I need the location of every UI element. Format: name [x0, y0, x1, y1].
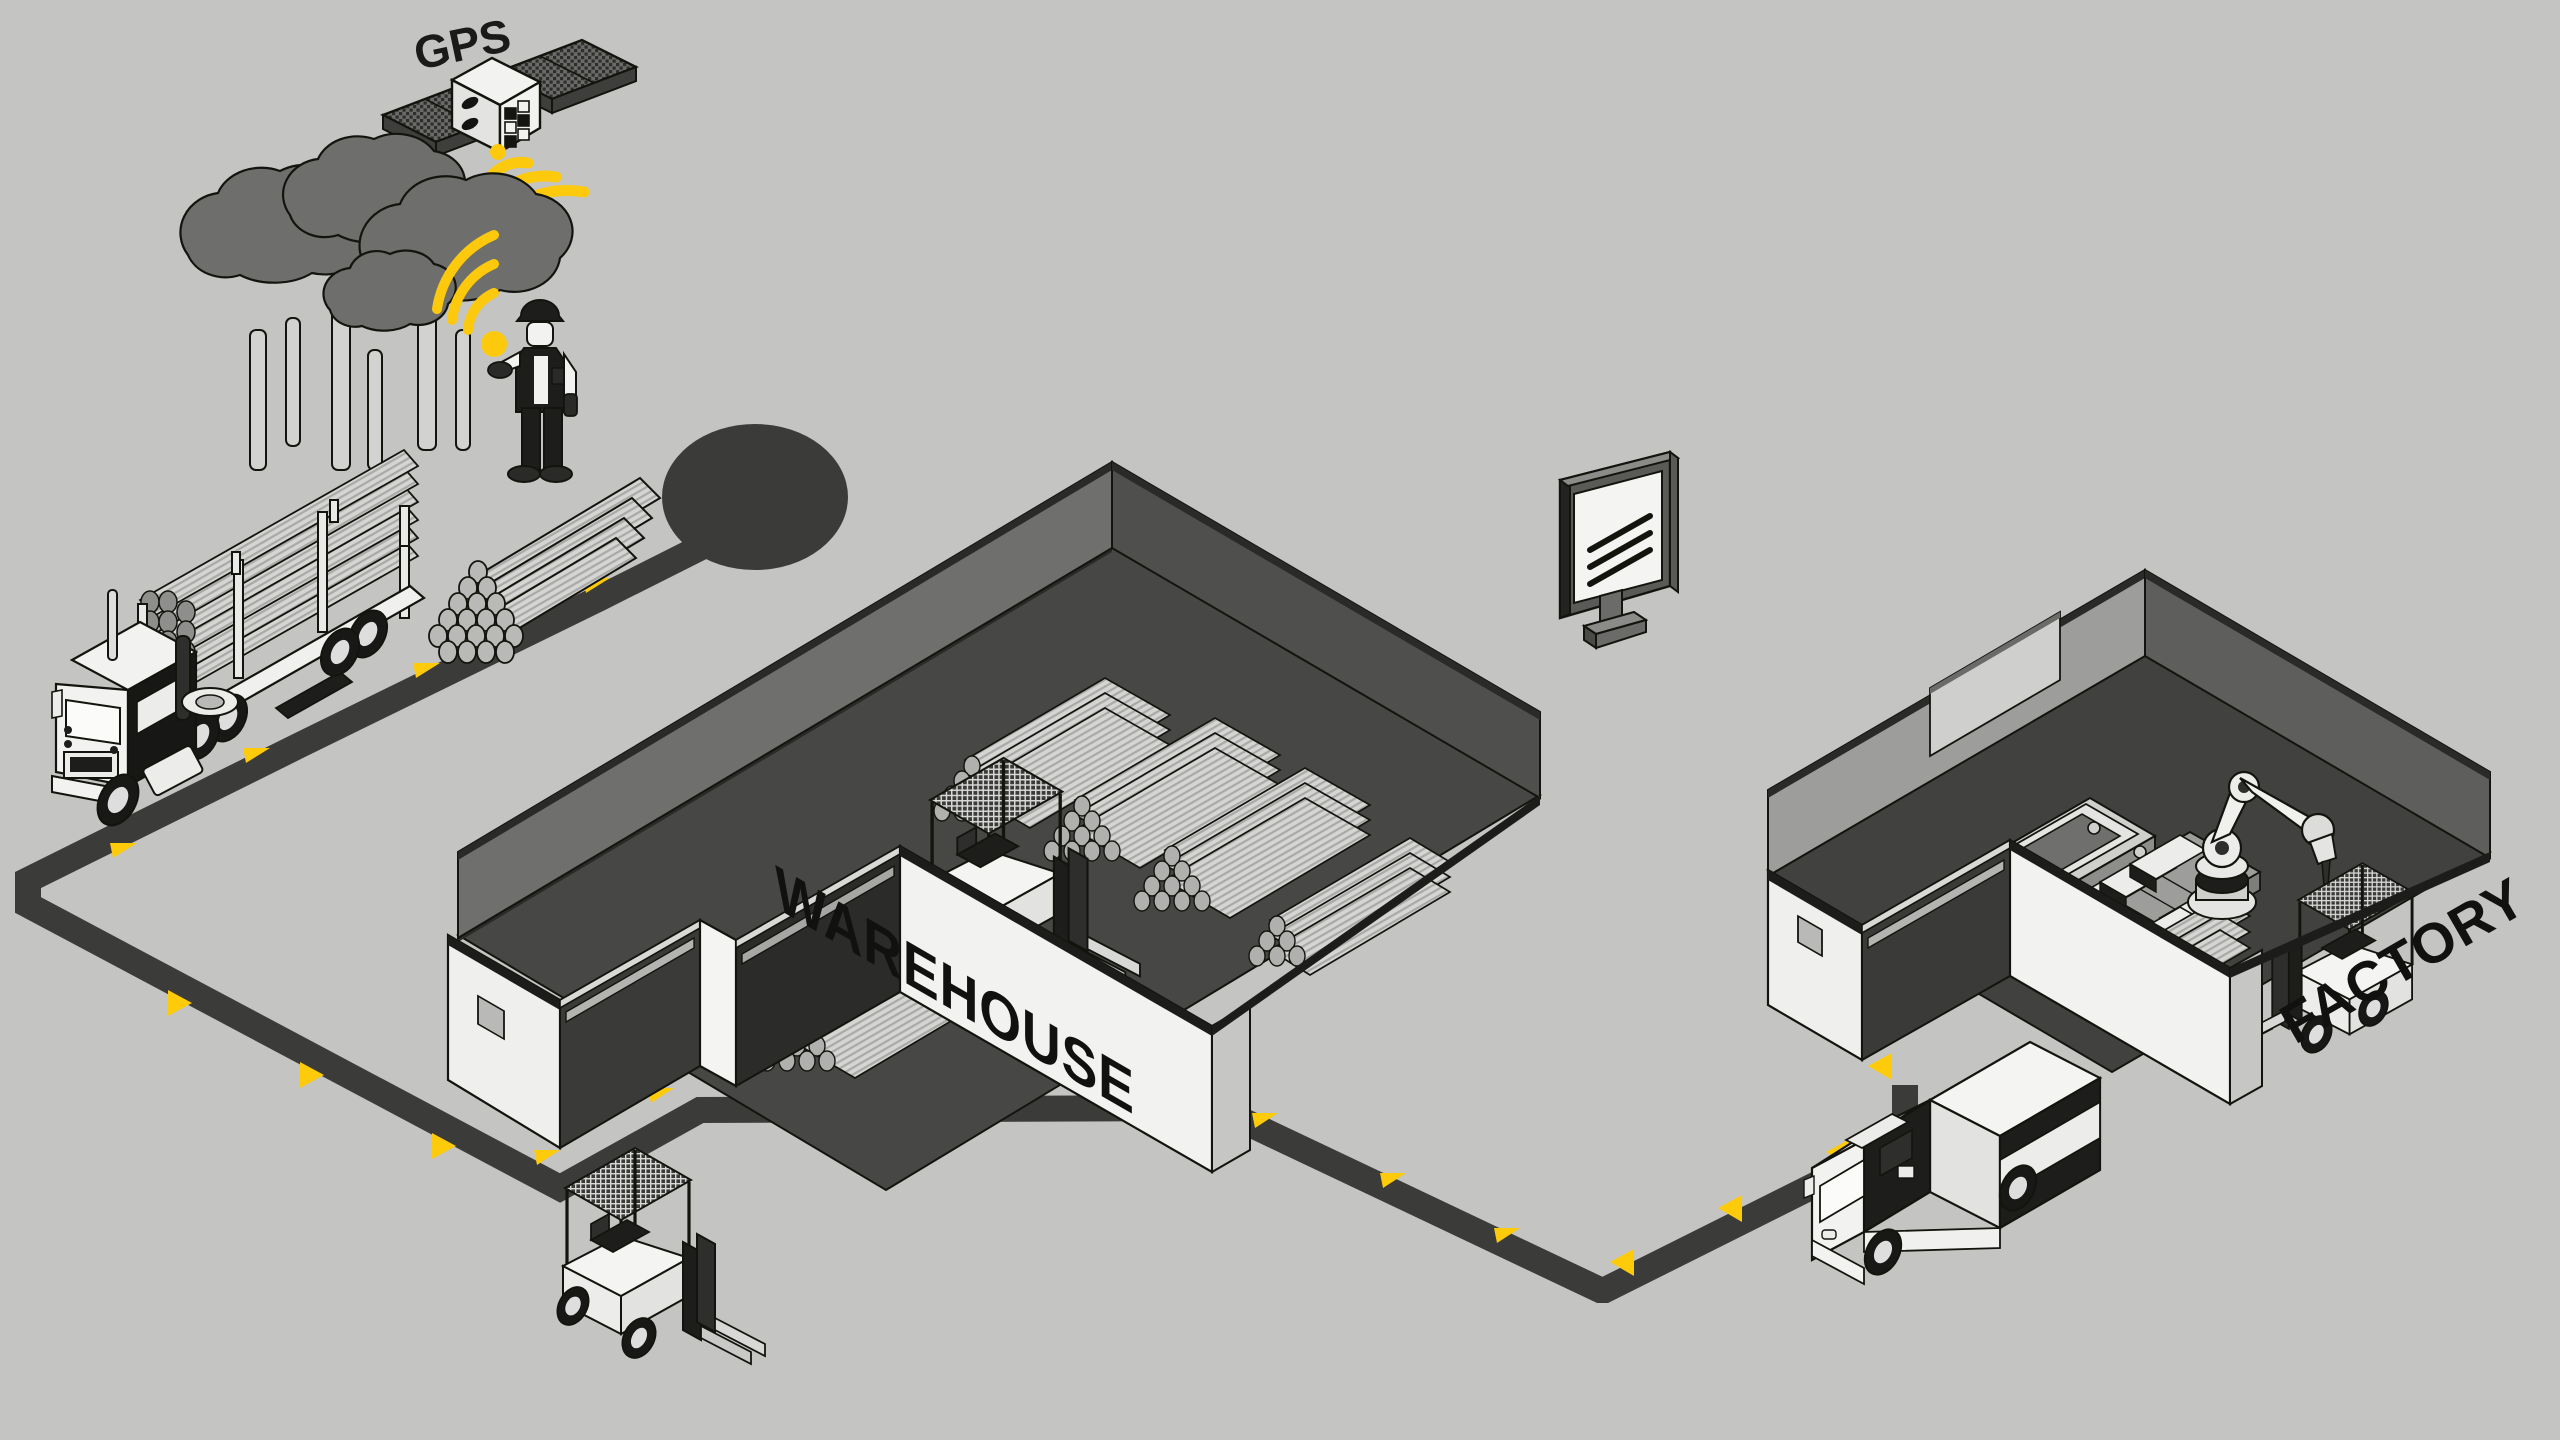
warehouse-building[interactable]: WAREHOUSE [446, 460, 1542, 1192]
factory-back-window [1929, 610, 2061, 758]
box-truck-group[interactable] [1803, 1040, 2103, 1286]
tree-canopies [179, 132, 574, 332]
route-line [14, 508, 1918, 1303]
truck-icon [51, 589, 239, 827]
gps-satellite-group[interactable]: GPS [380, 9, 639, 246]
path-arrow-icon [534, 1150, 560, 1165]
path-arrow-icon [1252, 1113, 1278, 1128]
monitor-group[interactable] [1557, 450, 1681, 650]
forest-group [179, 132, 574, 471]
log-pile-group [428, 476, 662, 664]
path-arrow-icon [1718, 1195, 1742, 1222]
forestry-worker-group[interactable] [432, 230, 578, 483]
path-arrow-icon [1494, 1228, 1520, 1243]
path-arrow-icon [300, 1062, 324, 1088]
warehouse-window [477, 994, 505, 1041]
path-arrow-icon [1868, 1053, 1892, 1080]
wifi-signal-icon [432, 230, 507, 357]
forklift-icon[interactable] [2225, 862, 2416, 1058]
warehouse-pillar [698, 918, 738, 1088]
path-arrow-icon [432, 1133, 456, 1159]
monitor-text-lines [1587, 513, 1653, 587]
factory-window [1797, 914, 1823, 958]
loading-pad [662, 424, 848, 570]
monitor-icon [1557, 450, 1681, 650]
factory-building[interactable]: FACTORY [1766, 568, 2536, 1106]
path-arrow-icon [413, 663, 440, 678]
path-arrow-icon [1610, 1249, 1634, 1276]
logging-truck-group[interactable] [51, 448, 426, 832]
path-arrow-icon [168, 990, 192, 1016]
log-stack-icon [1043, 717, 1282, 869]
path-arrow-icon [243, 748, 270, 763]
warehouse-roof-edge [1212, 795, 1540, 1036]
log-stack-icon [1133, 767, 1372, 919]
robot-arm-icon [2187, 770, 2338, 920]
path-arrow-icon [1380, 1173, 1406, 1188]
factory-roof-edge [2230, 852, 2490, 978]
worker-figure [487, 299, 578, 483]
log-stack-icon [428, 476, 662, 664]
satellite-icon [380, 38, 639, 158]
forklift-icon[interactable] [551, 1146, 766, 1366]
truck-icon [1803, 1040, 2103, 1286]
path-arrow-icon [110, 843, 137, 858]
